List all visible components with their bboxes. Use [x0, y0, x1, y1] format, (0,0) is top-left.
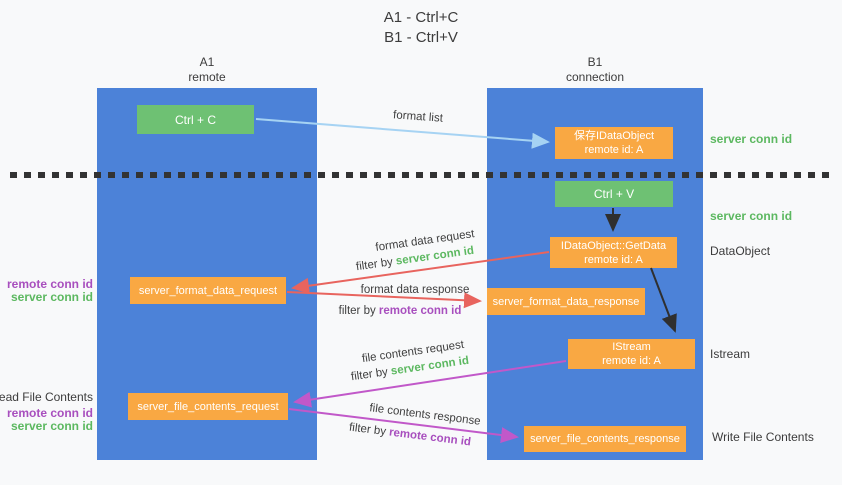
node-server-format-data-request-label: server_format_data_request: [138, 284, 278, 297]
remote-conn-id-text-2: remote conn id: [388, 426, 472, 449]
node-server-file-contents-response: server_file_contents_response: [524, 426, 686, 452]
label-remote-conn-id-left-1: remote conn id: [6, 277, 93, 291]
label-server-conn-id-right-mid: server conn id: [710, 209, 793, 223]
title-line-1: A1 - Ctrl+C: [383, 9, 459, 26]
label-file-contents-response: file contents response: [368, 402, 482, 428]
node-server-file-contents-response-label: server_file_contents_response: [530, 433, 680, 445]
label-filter-by-remote-conn-id-2: filter by remote conn id: [348, 422, 471, 449]
node-ctrl-c-label: Ctrl + C: [174, 112, 216, 127]
lane-b1-subtitle: connection: [565, 70, 625, 84]
node-idataobject-getdata-line1: IDataObject::GetData: [560, 239, 667, 252]
node-server-format-data-response: server_format_data_response: [487, 288, 645, 315]
filter-prefix-4: filter by: [348, 421, 390, 439]
diagram-title: A1 - Ctrl+C B1 - Ctrl+V: [0, 8, 842, 48]
lane-a1-title: A1: [199, 55, 215, 69]
label-server-conn-id-left-2: server conn id: [10, 419, 93, 433]
label-format-data-response: format data response: [360, 284, 470, 296]
label-filter-by-remote-conn-id-1: filter by remote conn id: [339, 305, 462, 317]
label-filter-by-server-conn-id-1: filter by server conn id: [355, 245, 474, 273]
lane-b1-title: B1: [587, 55, 603, 69]
node-ctrl-v: Ctrl + V: [555, 181, 673, 207]
label-write-file-contents: Write File Contents: [712, 430, 814, 444]
node-server-format-data-response-label: server_format_data_response: [492, 295, 640, 308]
remote-conn-id-text-1: remote conn id: [378, 305, 462, 317]
label-read-file-contents: Read File Contents: [0, 390, 93, 404]
node-server-file-contents-request: server_file_contents_request: [128, 393, 288, 420]
node-idataobject-getdata: IDataObject::GetData remote id: A: [550, 237, 677, 268]
node-ctrl-v-label: Ctrl + V: [593, 187, 635, 201]
node-istream-line2: remote id: A: [602, 355, 661, 367]
node-idataobject-getdata-line2: remote id: A: [584, 253, 643, 266]
title-line-2: B1 - Ctrl+V: [384, 29, 458, 46]
label-remote-conn-id-left-2: remote conn id: [6, 406, 93, 420]
node-server-format-data-request: server_format_data_request: [130, 277, 286, 304]
node-save-dataobject-line2: remote id: A: [584, 144, 644, 156]
filter-prefix-2: filter by: [338, 305, 379, 317]
node-save-dataobject: 保存IDataObject remote id: A: [555, 127, 673, 159]
node-istream-line1: IStream: [612, 341, 651, 353]
node-ctrl-c: Ctrl + C: [137, 105, 254, 134]
session-separator-line: [10, 172, 830, 178]
label-dataobject: DataObject: [710, 244, 771, 258]
lane-header-b1: B1 connection: [487, 55, 703, 85]
label-format-list: format list: [392, 109, 444, 125]
label-istream: Istream: [710, 347, 751, 361]
filter-prefix-1: filter by: [355, 255, 397, 274]
node-save-dataobject-line1: 保存IDataObject: [573, 130, 655, 142]
lane-header-a1: A1 remote: [97, 55, 317, 85]
label-server-conn-id-right-top: server conn id: [710, 132, 793, 146]
filter-prefix-3: filter by: [350, 365, 392, 384]
node-istream: IStream remote id: A: [568, 339, 695, 369]
label-server-conn-id-left-1: server conn id: [10, 290, 93, 304]
node-server-file-contents-request-label: server_file_contents_request: [137, 400, 279, 413]
lane-a1-subtitle: remote: [188, 70, 226, 84]
